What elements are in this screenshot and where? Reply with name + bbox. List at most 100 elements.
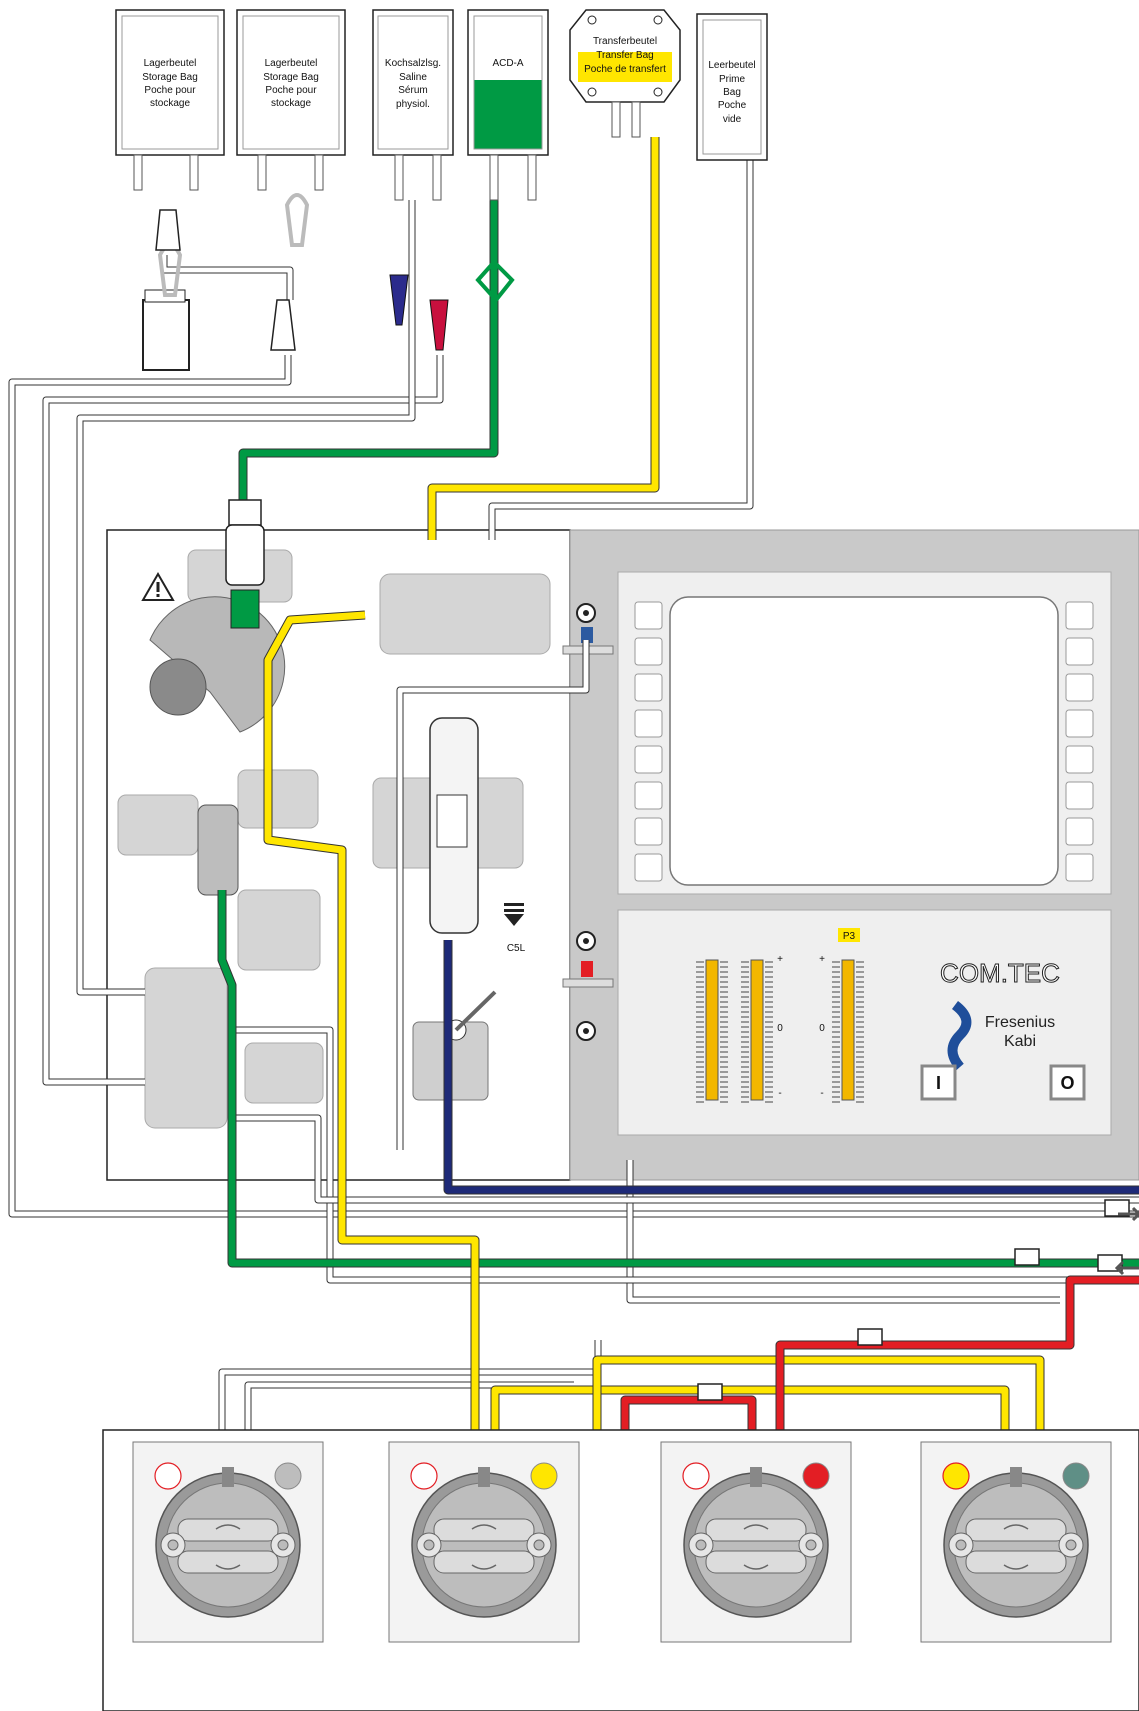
white-line-valve [396,640,590,1150]
saline-bag-line-1: Kochsalzlsg. [385,58,441,69]
white-line-storage [160,255,294,300]
fresenius-logo-text: Fresenius [985,1014,1055,1031]
pump-3[interactable] [660,1441,852,1643]
logo-swirl-icon [947,1001,972,1071]
acd-bag-label: ACD-A [492,58,523,69]
transfer-bag-line-1: Transferbeutel [593,36,657,47]
valve-block-1 [117,794,199,856]
blue-line [443,940,1139,1195]
pump-2[interactable] [388,1441,580,1643]
red-line [775,1275,1139,1430]
softkey-left-4[interactable] [634,709,663,738]
softkey-right-4[interactable] [1065,709,1094,738]
softkey-right-1[interactable] [1065,601,1094,630]
storage-bag-2-line-2: Storage Bag [263,72,319,83]
saline-bag-line-3: Sérum [398,85,427,96]
softkey-right-3[interactable] [1065,673,1094,702]
gauge-1 [696,959,728,1103]
connector-icon [857,1328,883,1346]
pump-1[interactable] [132,1441,324,1643]
yellow-line-pump [490,1385,1010,1430]
storage-bag-1-line-1: Lagerbeutel [144,58,197,69]
storage-bag-1-line-2: Storage Bag [142,72,198,83]
display-softkeys[interactable] [634,601,1094,882]
softkey-left-3[interactable] [634,673,663,702]
gauge-scale-label: 0 [819,1023,825,1034]
yellow-line-mid [263,610,480,1430]
filter-cartridge [142,299,190,371]
white-line-right [230,1026,1139,1284]
softkey-left-2[interactable] [634,637,663,666]
transfer-bag-line-2: Transfer Bag [596,50,653,61]
white-clamp-2 [284,193,310,247]
return-arrow-icon [1118,1206,1139,1222]
softkey-right-6[interactable] [1065,781,1094,810]
connector-icon [697,1383,723,1401]
tubing-network [8,137,1139,1711]
power-off-button[interactable]: O [1049,1064,1086,1101]
power-off-label: O [1060,1073,1074,1093]
saline-bag: Kochsalzlsg. Saline Sérum physiol. [372,9,454,201]
kabi-logo-text: Kabi [1004,1033,1036,1050]
transfer-bag-line-3: Poche de transfert [584,64,666,75]
storage-bag-2: Lagerbeutel Storage Bag Poche pour stock… [236,9,346,191]
saline-bag-line-2: Saline [399,72,427,83]
softkey-left-1[interactable] [634,601,663,630]
blue-clamp [389,274,409,326]
softkey-left-5[interactable] [634,745,663,774]
prime-bag-line-3: Bag [723,87,741,98]
white-line-outer [8,355,1139,1218]
gauge-2 [741,959,773,1103]
drip-chamber [225,524,265,586]
prime-bag: Leerbeutel Prime Bag Poche vide [696,13,768,161]
white-line-pump1b [244,1381,574,1430]
softkey-right-5[interactable] [1065,745,1094,774]
white-line-prime [488,160,754,540]
gauge-scale-label: + [777,954,783,965]
gauge-p3-label: P3 [843,931,856,942]
warning-icon [141,571,175,601]
comtec-logo: COM.TEC [940,958,1060,988]
chamber-window [436,794,468,848]
optical-detector [379,573,551,655]
softkey-left-8[interactable] [634,853,663,882]
softkey-right-7[interactable] [1065,817,1094,846]
draw-arrow-icon [1114,1260,1139,1276]
red-clamp [429,299,449,351]
gauge-scale-label: 0 [777,1023,783,1034]
gauge-p3-badge [838,928,860,942]
drip-chamber-cap [228,499,262,526]
white-line-3 [76,200,416,996]
prime-bag-line-4: Poche [718,100,747,111]
display-screen [669,596,1059,886]
softkey-right-8[interactable] [1065,853,1094,882]
gauge-3 [832,959,864,1103]
softkey-left-6[interactable] [634,781,663,810]
connector-icon [1104,1199,1130,1217]
yellow-line-top [427,137,660,540]
peristaltic-pumps [132,1441,1112,1643]
power-on-label: I [936,1073,941,1093]
valve-block-4 [244,1042,324,1104]
storage-bag-1: Lagerbeutel Storage Bag Poche pour stock… [115,9,225,191]
storage-bag-1-line-4: stockage [150,98,190,109]
power-on-button[interactable]: I [920,1064,957,1101]
white-line-right2 [230,1114,1139,1204]
lower-valve[interactable] [562,931,614,1041]
acd-bag: ACD-A [467,9,549,201]
pressure-sensor [197,804,239,896]
pressure-gauges: +0-+0- [696,954,864,1103]
softkey-left-7[interactable] [634,817,663,846]
y-connector [270,299,296,351]
acd-pump-rotor-icon [149,658,207,716]
green-clamp [475,259,515,304]
valve-block-3 [237,889,321,971]
gauge-scale-label: - [778,1088,781,1099]
white-line-2 [42,355,444,1086]
softkey-right-2[interactable] [1065,637,1094,666]
prime-bag-line-2: Prime [719,74,746,85]
clamp-assembly [144,967,228,1129]
pump-4[interactable] [920,1441,1112,1643]
white-line-center [626,1160,1060,1304]
